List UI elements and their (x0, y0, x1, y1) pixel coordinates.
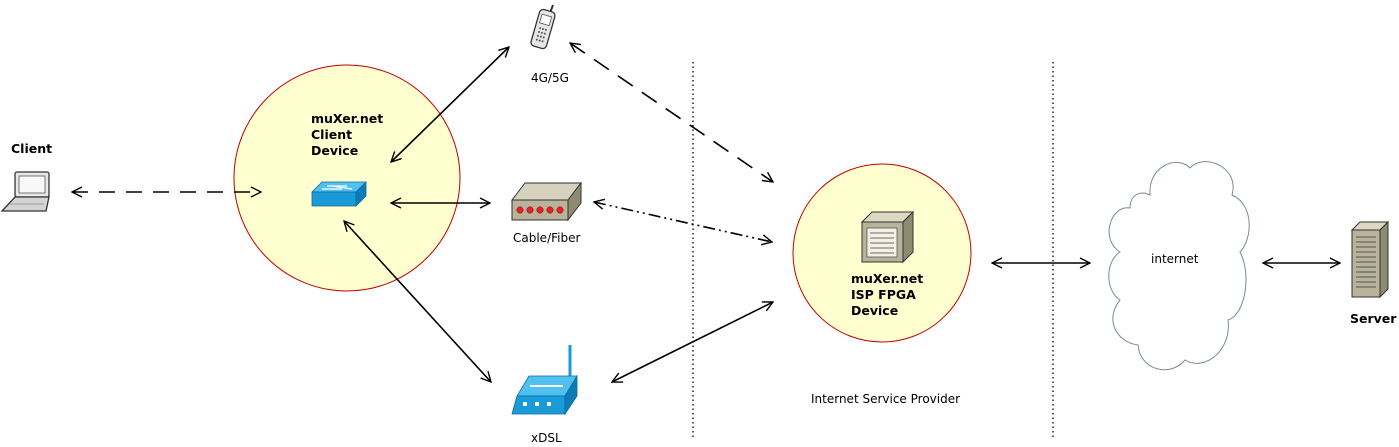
isp-label: Internet Service Provider (811, 392, 960, 406)
isp-device-label: muXer.net ISP FPGA Device (851, 271, 928, 318)
link-switch-xdsl (344, 221, 491, 382)
xdsl-label: xDSL (531, 431, 562, 445)
server-tower-icon (1350, 220, 1390, 299)
link-xdsl-isp (612, 302, 773, 382)
laptop-icon (0, 171, 50, 212)
link-switch-mobile (391, 47, 509, 162)
client-device-zone (233, 64, 461, 292)
cable-modem-icon (510, 181, 583, 222)
mobile-label: 4G/5G (531, 71, 569, 85)
wireless-router-icon (511, 345, 578, 416)
link-mobile-isp (570, 43, 773, 182)
cloud-icon (1108, 161, 1250, 371)
cable-label: Cable/Fiber (513, 231, 580, 245)
link-cable-isp (594, 202, 772, 242)
client-label: Client (11, 141, 52, 156)
client-device-label: muXer.net Client Device (311, 111, 388, 158)
network-switch-icon (311, 181, 367, 207)
server-label: Server (1350, 311, 1397, 326)
internet-label: internet (1151, 252, 1199, 266)
mobile-phone-icon (530, 4, 556, 50)
fpga-device-icon (860, 210, 915, 264)
